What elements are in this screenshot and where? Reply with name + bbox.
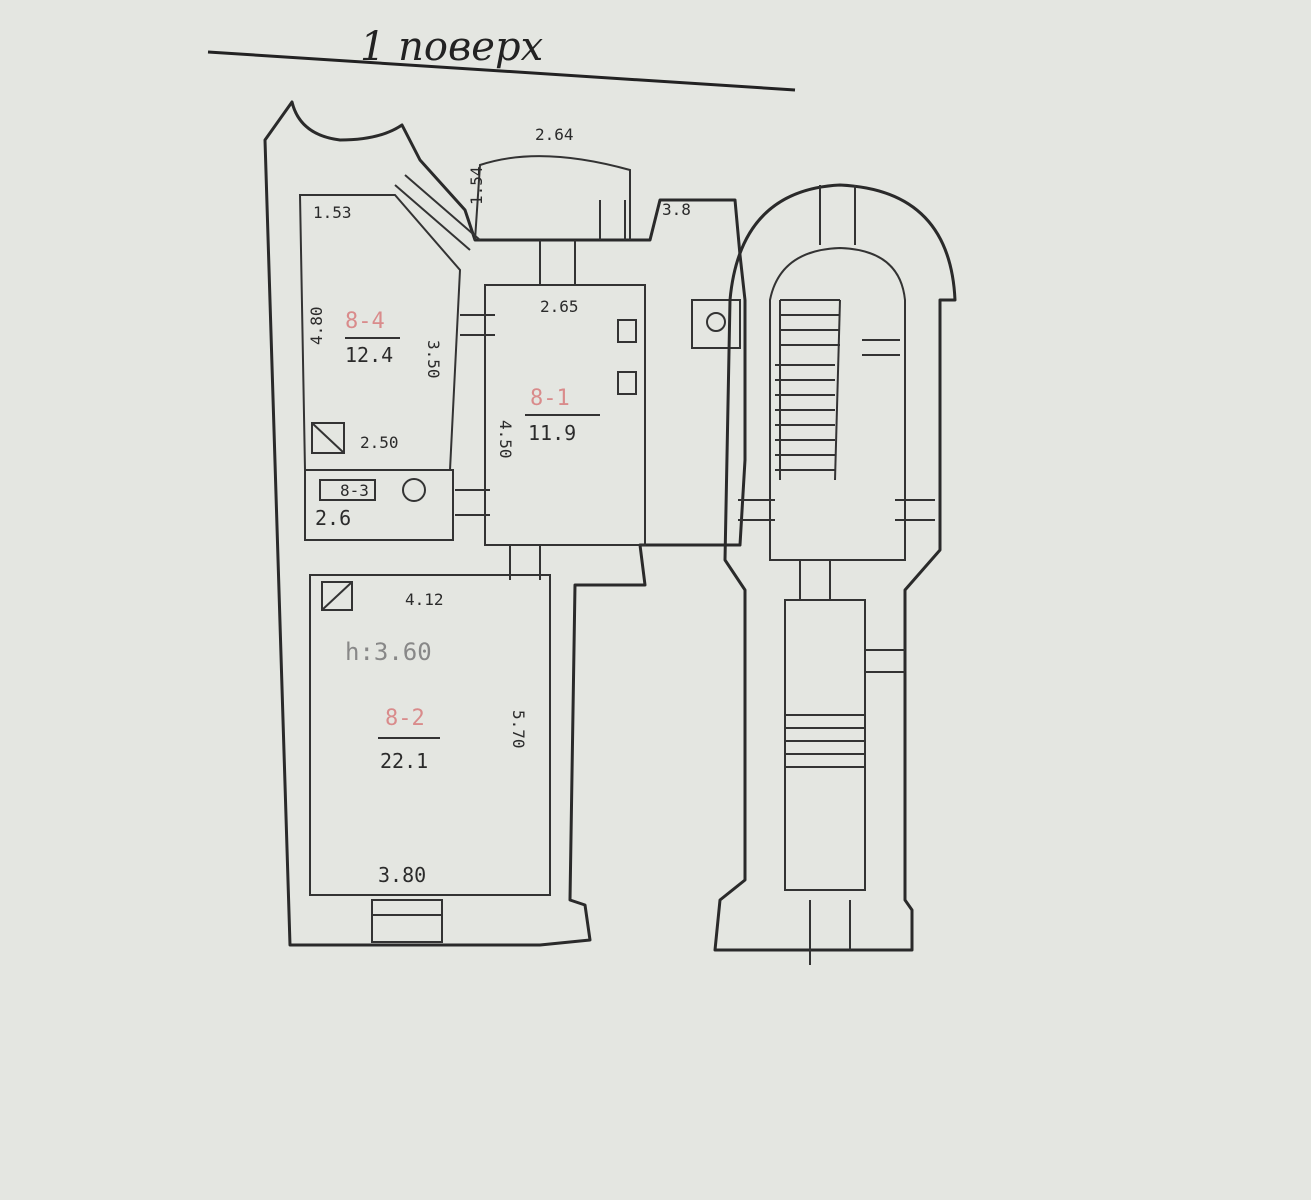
stairwell-wall <box>713 183 957 952</box>
stair-steps-lower <box>785 714 865 768</box>
dim-380: 3.80 <box>378 863 426 887</box>
dim-38: 3.8 <box>662 200 691 219</box>
room-8-1-outline <box>484 284 646 546</box>
room-8-3-area: 2.6 <box>315 506 351 530</box>
top-bay <box>474 155 631 241</box>
title-underline <box>207 50 796 92</box>
room-8-1-id: 8-1 <box>530 386 570 411</box>
dim-480: 4.80 <box>307 306 326 345</box>
chimney-icon-2 <box>311 422 345 454</box>
dim-264: 2.64 <box>535 125 574 144</box>
heater-icon <box>617 371 637 395</box>
room-8-2-id: 8-2 <box>385 706 425 731</box>
dim-250: 2.50 <box>360 433 399 452</box>
toilet-icon <box>706 312 726 332</box>
room-8-2-area: 22.1 <box>380 749 428 773</box>
dim-570: 5.70 <box>509 710 528 749</box>
bathtub-icon <box>319 479 376 501</box>
dim-350: 3.50 <box>424 340 443 379</box>
stairwell-inner <box>769 246 906 561</box>
room-8-2-outline <box>309 574 551 896</box>
room-8-4-area: 12.4 <box>345 343 393 367</box>
room-8-3-outline <box>304 469 454 541</box>
room-8-3-id: 8-3 <box>340 481 369 500</box>
room-8-4-outline <box>298 194 462 471</box>
dim-412: 4.12 <box>405 590 444 609</box>
toilet-room <box>691 299 741 349</box>
dim-154: 1.54 <box>467 166 486 205</box>
outer-wall <box>263 100 747 947</box>
stair-door-marks <box>738 185 935 965</box>
chimney-icon <box>321 581 353 611</box>
door-marks <box>455 200 626 580</box>
entrance-door <box>371 899 443 943</box>
sink-icon <box>402 478 426 502</box>
stair-steps-upper <box>775 299 841 481</box>
ceiling-height-label: h:3.60 <box>345 638 432 666</box>
dim-265: 2.65 <box>540 297 579 316</box>
stove-icon <box>617 319 637 343</box>
dim-450: 4.50 <box>496 420 515 459</box>
dim-153: 1.53 <box>313 203 352 222</box>
window-8-4 <box>394 184 471 251</box>
stair-hall-lower <box>784 599 866 891</box>
room-8-4-id: 8-4 <box>345 309 385 334</box>
room-8-1-area: 11.9 <box>528 421 576 445</box>
